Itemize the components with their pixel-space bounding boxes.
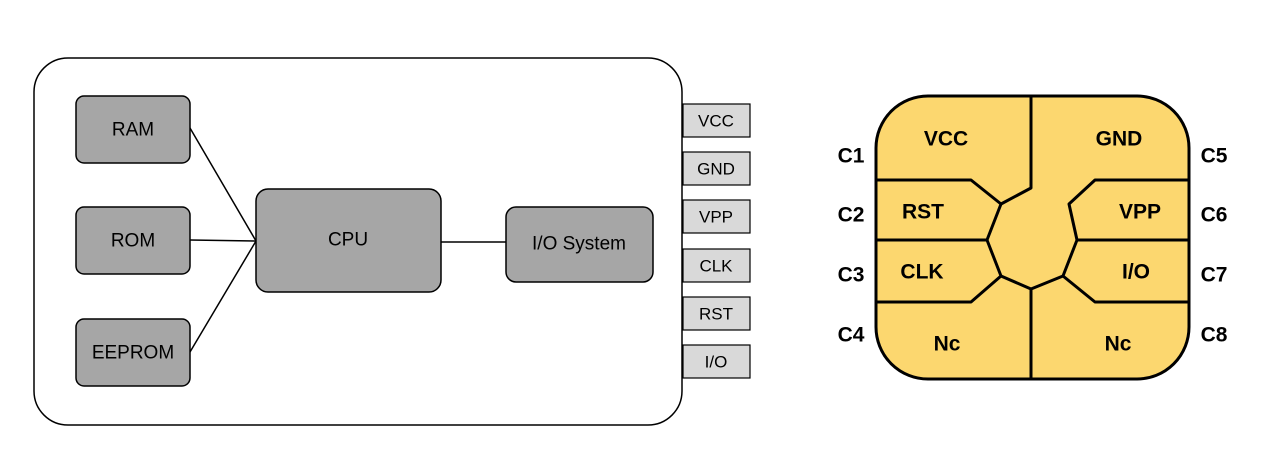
pin-vpp: VPP [682, 199, 751, 234]
contact-c1-label: VCC [924, 128, 968, 151]
io-system-block: I/O System [505, 206, 654, 283]
contact-c4-label: Nc [934, 333, 961, 356]
bus-lines [189, 127, 506, 353]
contact-c6-label: VPP [1119, 201, 1161, 224]
contact-number-c2: C2 [838, 204, 865, 227]
contact-number-c8: C8 [1201, 324, 1228, 347]
contact-c5-label: GND [1096, 128, 1143, 151]
rom-label: ROM [111, 231, 155, 252]
pin-vpp-label: VPP [699, 208, 733, 227]
contact-number-c4: C4 [838, 324, 865, 347]
pin-rst-label: RST [699, 305, 733, 324]
ram-label: RAM [112, 120, 154, 141]
contact-number-c5: C5 [1201, 145, 1228, 168]
contact-number-c3: C3 [838, 264, 865, 287]
pin-io: I/O [682, 344, 751, 379]
pin-gnd: GND [682, 151, 751, 186]
pin-io-label: I/O [705, 353, 728, 372]
contact-c8-label: Nc [1105, 333, 1132, 356]
contact-number-c6: C6 [1201, 204, 1228, 227]
pin-rst: RST [682, 296, 751, 331]
contact-partitions [876, 96, 1189, 379]
eeprom-block: EEPROM [75, 318, 191, 387]
pin-vcc-label: VCC [698, 112, 734, 131]
contact-c7-label: I/O [1122, 261, 1150, 284]
contact-c2-label: RST [902, 201, 944, 224]
ram-block: RAM [75, 95, 191, 164]
pin-gnd-label: GND [697, 160, 735, 179]
contact-number-c1: C1 [838, 145, 865, 168]
pin-clk-label: CLK [699, 257, 733, 276]
cpu-label: CPU [328, 230, 368, 251]
rom-block: ROM [75, 206, 191, 275]
eeprom-label: EEPROM [92, 343, 174, 364]
io-system-label: I/O System [532, 234, 626, 255]
pin-clk: CLK [682, 248, 751, 283]
contact-c3-label: CLK [900, 261, 943, 284]
pin-vcc: VCC [682, 103, 751, 138]
cpu-block: CPU [255, 188, 442, 293]
contact-number-c7: C7 [1201, 264, 1228, 287]
